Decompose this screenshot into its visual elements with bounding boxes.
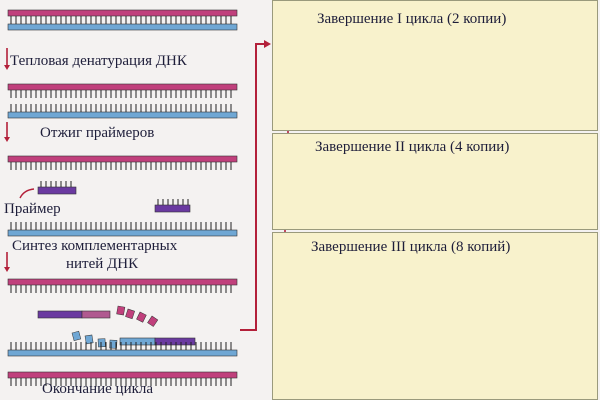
primer-segment-2 [154, 204, 191, 213]
panel-cycle-3-title: Завершение III цикла (8 копий) [311, 239, 511, 255]
panel-cycle-2-title: Завершение II цикла (4 копии) [315, 139, 510, 155]
primer-segment-1 [37, 186, 77, 195]
panel-cycle-2: Завершение II цикла (4 копии) [272, 133, 598, 230]
step-annealing-label: Отжиг праймеров [40, 125, 155, 141]
synthesis-top-strand-bar [7, 278, 238, 286]
nucleotide [97, 338, 106, 348]
annealing-top-strand-bar [7, 155, 238, 163]
step-synthesis-label-2: нитей ДНК [66, 256, 139, 272]
arrow-step-3-head [4, 267, 10, 272]
base-pair-ticks [10, 90, 232, 98]
denatured-top-strand [7, 83, 238, 98]
primer-pointer-arrow [19, 188, 35, 199]
synthesis-primer-1 [37, 310, 83, 319]
step-end-cycle-label: Окончание цикла [42, 381, 154, 397]
panel-cycle-1-title: Завершение I цикла (2 копии) [317, 11, 507, 27]
synthesis-extension-2 [119, 337, 156, 346]
nucleotide [116, 305, 126, 316]
initial-dna-top-bar [7, 9, 238, 17]
nucleotide [84, 334, 94, 345]
denatured-top-strand-bar [7, 83, 238, 91]
arrow-step-1-head [4, 65, 10, 70]
denatured-bottom-strand-bar [7, 111, 238, 119]
nucleotide [147, 315, 159, 327]
initial-dna-bottom-bar [7, 23, 238, 31]
base-pair-ticks [10, 222, 232, 230]
nucleotide [125, 308, 135, 320]
arrows-layer [4, 40, 291, 400]
base-pair-ticks [10, 378, 232, 386]
base-pair-ticks [157, 199, 189, 205]
nucleotide [136, 311, 147, 323]
synthesis-primer-2 [154, 337, 196, 346]
nucleotide [71, 330, 82, 342]
initial-dna-bottom [7, 16, 238, 31]
synthesis-bottom-strand [7, 342, 238, 357]
connector-arrow [240, 43, 266, 331]
panel-cycle-3: Завершение III цикла (8 копий) [272, 232, 598, 400]
base-pair-ticks [10, 162, 232, 170]
base-pair-ticks [10, 285, 232, 293]
base-pair-ticks [10, 104, 232, 112]
synthesis-top-strand [7, 278, 238, 293]
end-cycle-strand [7, 371, 238, 386]
base-pair-ticks [40, 181, 72, 187]
primer-label: Праймер [4, 201, 61, 217]
annealing-bottom-strand [7, 222, 238, 237]
connector-arrow-head [264, 40, 271, 48]
end-cycle-strand-bar [7, 371, 238, 379]
base-pair-ticks [10, 16, 232, 24]
arrow-step-2-head [4, 137, 10, 142]
initial-dna-top [7, 9, 238, 24]
panel-cycle-1: Завершение I цикла (2 копии) [272, 0, 598, 131]
denatured-bottom-strand [7, 104, 238, 119]
annealing-top-strand [7, 155, 238, 170]
step-denaturation-label: Тепловая денатурация ДНК [10, 53, 187, 69]
step-synthesis-label-1: Синтез комплементарных [12, 238, 178, 254]
base-pair-ticks [10, 342, 232, 350]
annealing-bottom-strand-bar [7, 229, 238, 237]
synthesis-extension-1 [81, 310, 111, 319]
synthesis-bottom-strand-bar [7, 349, 238, 357]
